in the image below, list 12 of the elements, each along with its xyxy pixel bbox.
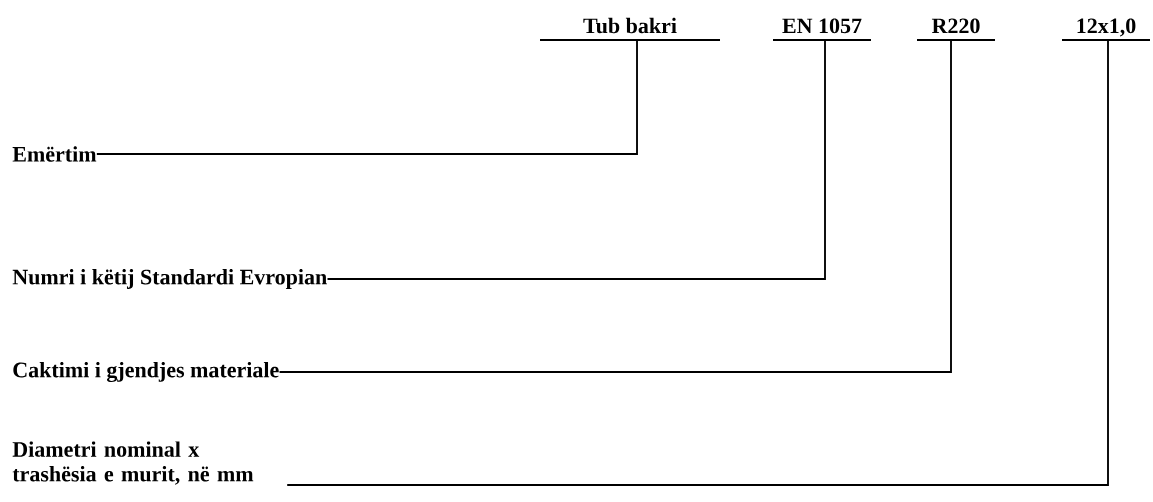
leader-line xyxy=(278,39,952,373)
description-label: Diametri nominal x trashësia e murit, në mm xyxy=(12,441,254,485)
description-label: Caktimi i gjendjes materiale xyxy=(13,361,279,383)
code-label: R220 xyxy=(916,18,996,41)
code-label: EN 1057 xyxy=(772,18,872,41)
code-label: 12x1,0 xyxy=(1061,18,1151,41)
leader-line xyxy=(286,39,1109,486)
description-label: Emërtim xyxy=(12,146,97,162)
leader-line xyxy=(326,39,826,280)
leader-line xyxy=(95,39,638,155)
code-label: Tub bakri xyxy=(539,17,721,41)
description-label: Numri i këtij Standardi Evropian xyxy=(12,269,327,289)
